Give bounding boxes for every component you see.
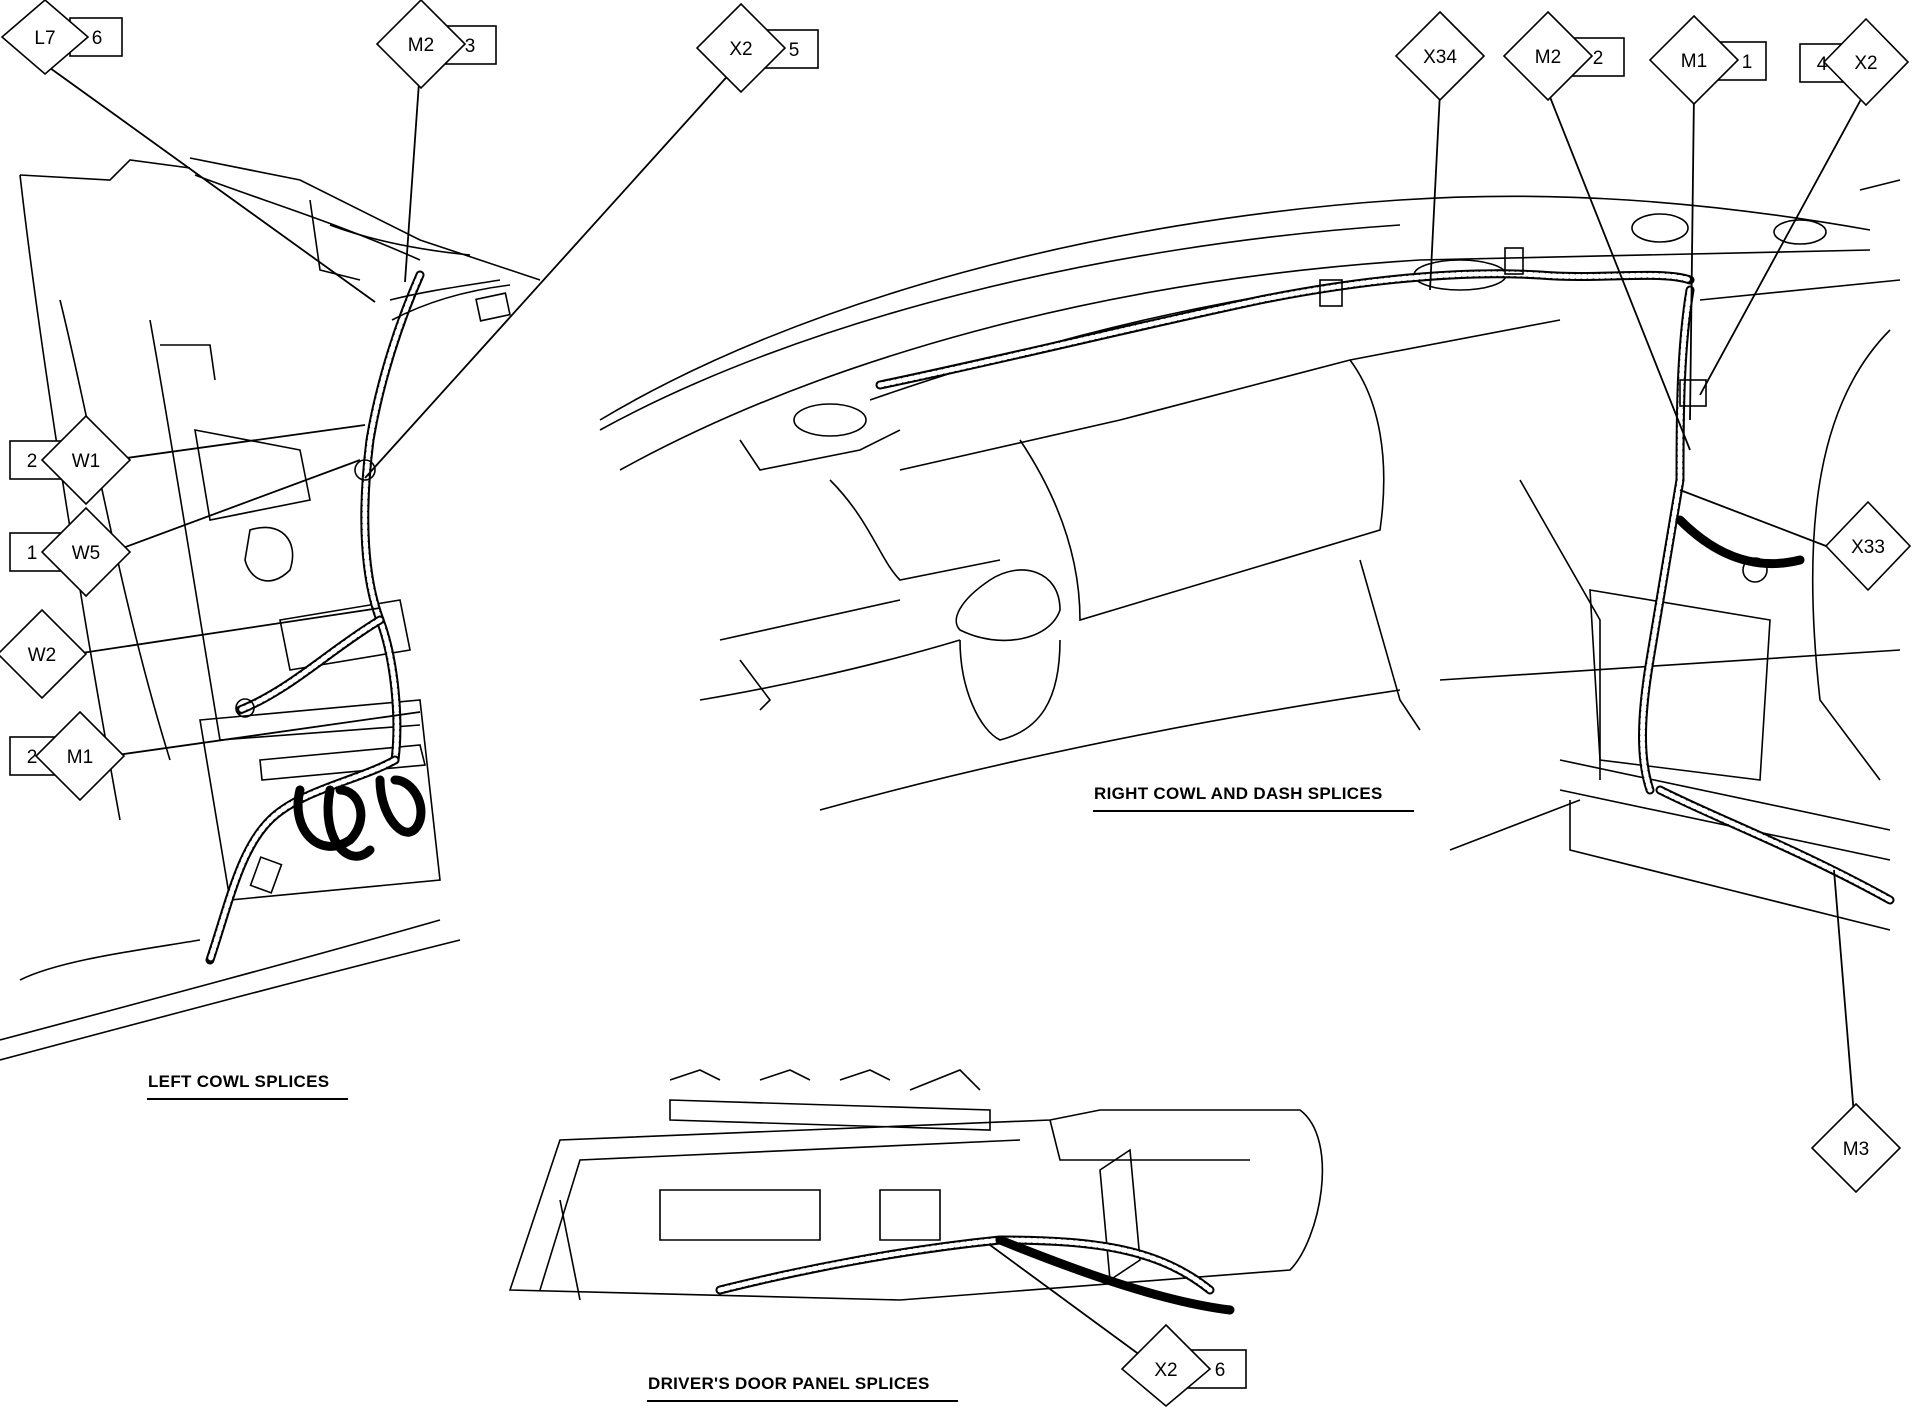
svg-text:M2: M2 [408,35,434,56]
svg-text:2: 2 [27,451,38,472]
svg-text:2: 2 [27,747,38,768]
svg-text:M2: M2 [1535,47,1561,68]
callout-x34: X34 [1394,10,1486,102]
door-panel-illustration [508,1069,1324,1315]
callout-m2-2: 2 M2 [1502,10,1625,102]
svg-text:X33: X33 [1851,537,1885,558]
callout-x33: X33 [1824,500,1912,592]
svg-text:W1: W1 [72,451,101,472]
callout-x2-4: 4 X2 [1799,17,1910,107]
section-label-left-cowl: LEFT COWL SPLICES [147,1072,348,1100]
section-label-door-panel: DRIVER'S DOOR PANEL SPLICES [647,1374,958,1402]
svg-text:RIGHT COWL AND DASH SPLICES: RIGHT COWL AND DASH SPLICES [1094,784,1383,803]
svg-text:M1: M1 [67,747,93,768]
svg-text:1: 1 [1742,52,1753,73]
svg-text:DRIVER'S DOOR PANEL SPLICES: DRIVER'S DOOR PANEL SPLICES [648,1374,930,1393]
svg-text:X2: X2 [729,39,752,60]
svg-text:5: 5 [789,40,800,61]
callout-m3: M3 [1810,1102,1902,1194]
callout-m1-2: 2 M1 [9,710,126,802]
svg-text:W2: W2 [28,645,57,666]
svg-text:4: 4 [1817,54,1828,75]
callout-m1-1: 1 M1 [1648,14,1767,106]
left-cowl-illustration [0,157,541,1061]
callout-w5-1: 1 W5 [9,506,132,598]
svg-text:1: 1 [27,543,38,564]
callout-m2-3: 3 M2 [375,0,497,90]
leader-lines [49,67,1866,1373]
svg-text:M3: M3 [1843,1139,1869,1160]
svg-text:X2: X2 [1854,53,1877,74]
svg-text:X2: X2 [1154,1360,1177,1381]
callout-w1-2: 2 W1 [9,414,132,506]
svg-text:LEFT COWL SPLICES: LEFT COWL SPLICES [148,1072,329,1091]
svg-text:M1: M1 [1681,51,1707,72]
svg-text:6: 6 [92,28,103,49]
callout-x2-6: 6 X2 [1120,1323,1247,1408]
svg-text:6: 6 [1215,1360,1226,1381]
right-cowl-dash-illustration [599,179,1901,931]
svg-text:2: 2 [1593,48,1604,69]
callout-x2-5: 5 X2 [695,2,819,94]
svg-text:3: 3 [465,36,476,57]
callout-l7-6: 6 L7 [0,0,123,76]
section-label-right-cowl: RIGHT COWL AND DASH SPLICES [1093,784,1414,812]
svg-text:L7: L7 [34,28,55,49]
svg-text:W5: W5 [72,543,101,564]
callout-w2: W2 [0,608,88,700]
svg-text:X34: X34 [1423,47,1457,68]
